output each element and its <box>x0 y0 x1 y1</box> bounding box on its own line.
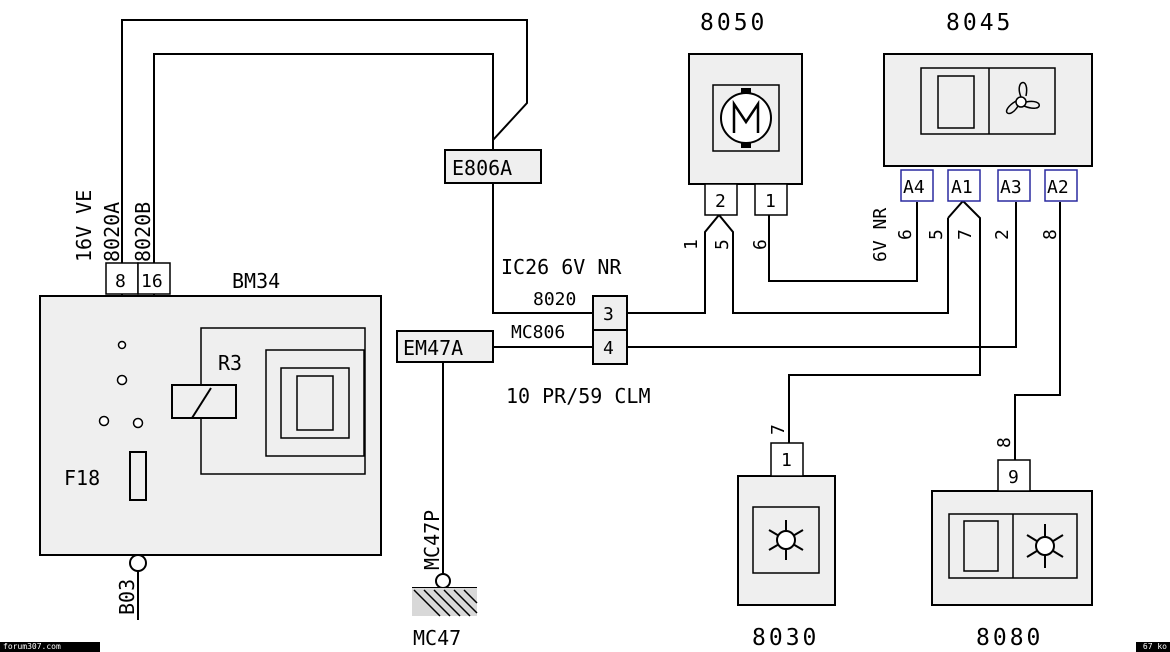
label-ic26-note: 10 PR/59 CLM <box>506 384 651 408</box>
label-wire-8020: 8020 <box>533 289 576 310</box>
bm34-pin-8: 8 <box>115 271 126 292</box>
wire-num-6b: 6 <box>895 229 916 240</box>
8030-pin-1: 1 <box>781 450 792 471</box>
e806a-connector <box>444 149 542 184</box>
ground-mc47 <box>412 573 478 617</box>
motor-8050 <box>688 53 803 216</box>
wire-num-8b: 8 <box>994 437 1015 448</box>
label-f18: F18 <box>64 466 100 490</box>
label-mc47: MC47 <box>413 626 461 650</box>
label-r3: R3 <box>218 351 242 375</box>
8045-pin-a3: A3 <box>1000 177 1022 198</box>
label-bm34: BM34 <box>232 269 280 293</box>
wire-num-2: 2 <box>992 229 1013 240</box>
8045-pin-a4: A4 <box>903 177 925 198</box>
footer-site: forum307.com <box>0 642 100 652</box>
label-8045: 8045 <box>946 10 1013 36</box>
bm34-pin-16: 16 <box>141 271 163 292</box>
label-em47a: EM47A <box>403 336 463 360</box>
8050-pin-2: 2 <box>715 191 726 212</box>
label-8020b: 8020B <box>131 202 155 262</box>
8080-pin-9: 9 <box>1008 467 1019 488</box>
sensor-8030 <box>737 442 836 606</box>
wire-num-7: 7 <box>955 229 976 240</box>
label-wire-mc806: MC806 <box>511 322 565 343</box>
label-16v-ve: 16V VE <box>72 190 96 262</box>
8045-pin-a1: A1 <box>951 177 973 198</box>
label-b03: B03 <box>115 579 139 615</box>
label-ic26: IC26 6V NR <box>501 255 622 279</box>
label-8030: 8030 <box>752 625 819 651</box>
wire-num-5: 5 <box>712 239 733 250</box>
ic26-pin-4: 4 <box>603 338 614 359</box>
wire-num-6: 6 <box>750 239 771 250</box>
label-8020a: 8020A <box>100 202 124 262</box>
8045-pin-a2: A2 <box>1047 177 1069 198</box>
label-e806a: E806A <box>452 156 512 180</box>
sensor-8080 <box>931 459 1093 606</box>
wire-num-1: 1 <box>681 239 702 250</box>
fan-module-8045 <box>883 53 1093 202</box>
wire-label-6v-nr: 6V NR <box>870 208 891 262</box>
label-mc47p: MC47P <box>420 510 444 570</box>
em47a-connector <box>396 330 494 363</box>
wire-num-8: 8 <box>1040 229 1061 240</box>
wire-num-5b: 5 <box>926 229 947 240</box>
ic26-connector <box>592 295 628 365</box>
ic26-pin-3: 3 <box>603 304 614 325</box>
footer-size: 67 ko <box>1136 642 1170 652</box>
label-8050: 8050 <box>700 10 767 36</box>
wire-num-7b: 7 <box>768 424 789 435</box>
8050-pin-1: 1 <box>765 191 776 212</box>
bm34-module <box>39 262 382 572</box>
label-8080: 8080 <box>976 625 1043 651</box>
